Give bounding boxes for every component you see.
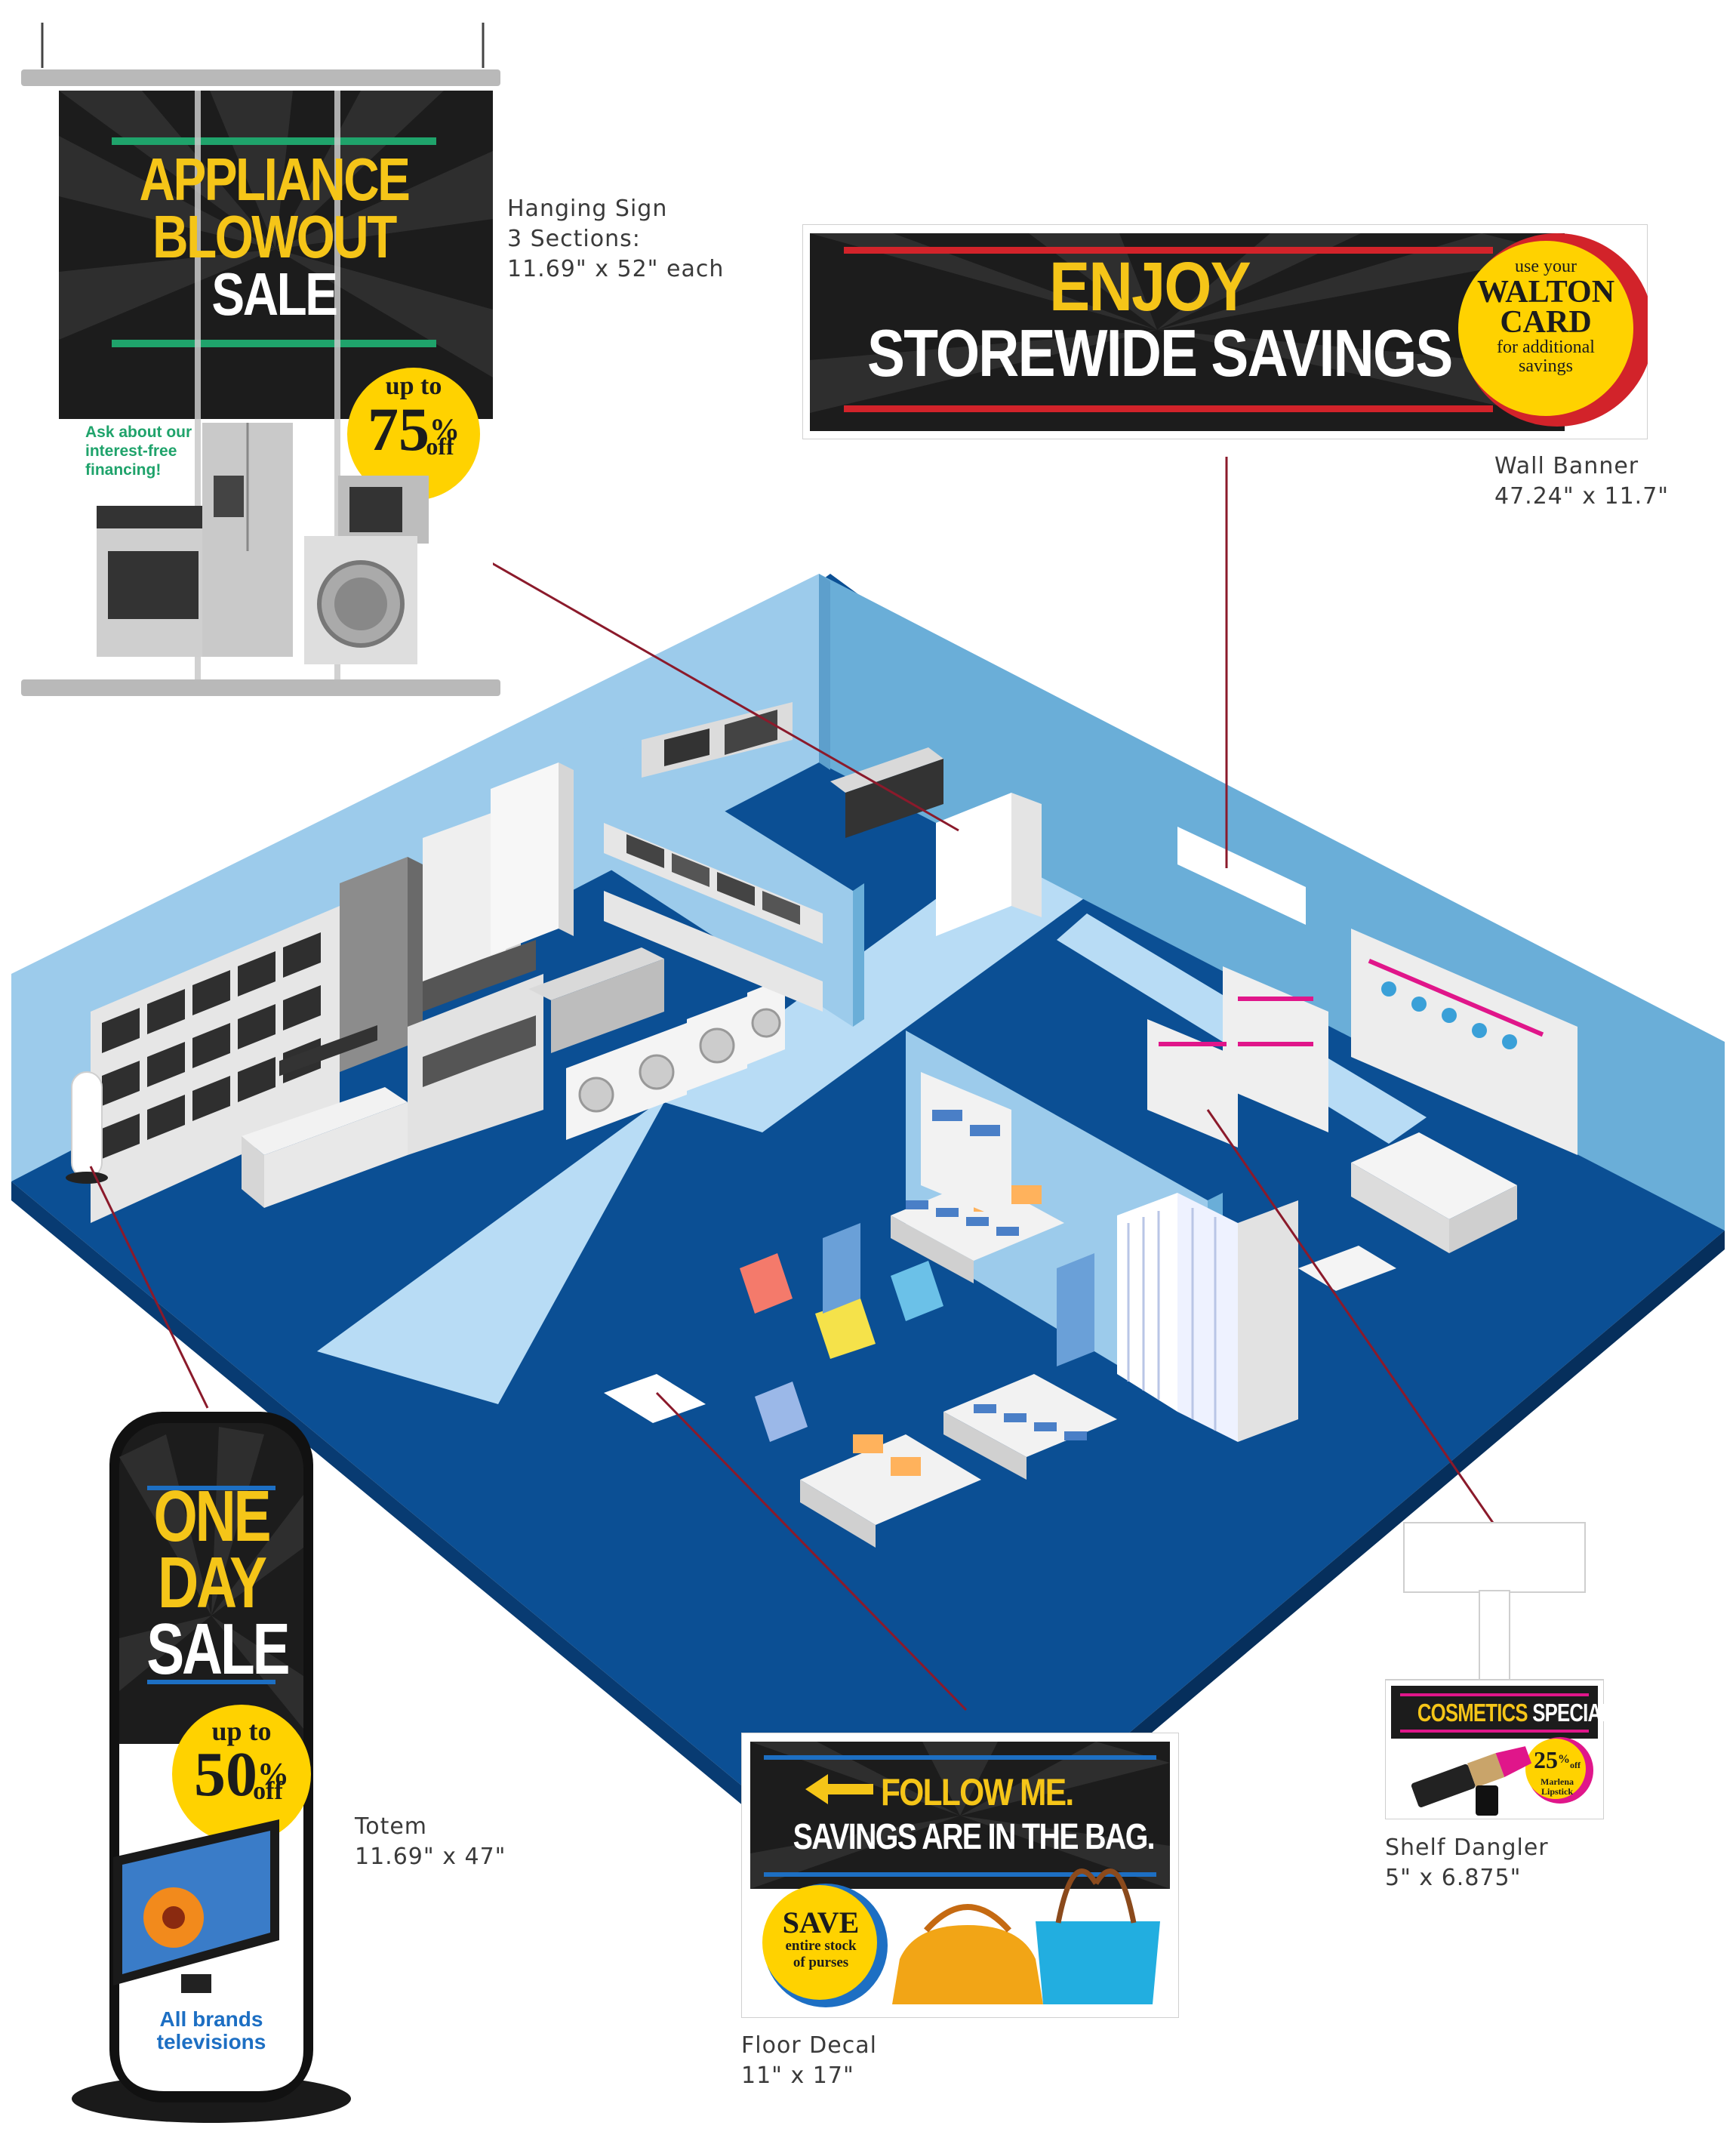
walton-savings: savings [1519,356,1573,376]
floor-decal-line1: FOLLOW ME. [881,1771,1074,1813]
totem-footer-line1: All brands [159,2007,263,2031]
shelf-dangler-title-a: COSMETICS [1417,1699,1528,1727]
hanging-caption-line2: 3 Sections: [507,226,641,252]
wall-caption-line2: 47.24" x 11.7" [1494,483,1670,510]
floor-decal: FOLLOW ME. SAVINGS ARE IN THE BAG. SAVE … [741,1733,1179,2018]
totem-caption-line1: Totem [355,1813,428,1840]
totem-footer-line2: televisions [156,2030,266,2053]
leader-lines [89,457,1496,1711]
totem-badge-value: 50 [194,1739,257,1810]
wall-banner-line2: STOREWIDE SAVINGS [867,316,1453,390]
walton-name: WALTON [1476,275,1615,310]
floor-caption-line2: 11" x 17" [741,2062,854,2089]
totem-line3: SALE [146,1609,290,1690]
wall-banner-caption: Wall Banner 47.24" x 11.7" [1494,451,1669,512]
hanging-badge-top: up to [385,372,442,400]
hanging-caption-line1: Hanging Sign [507,196,668,222]
lipstick-illustration [1411,1746,1532,1807]
hanging-sign-line2: BLOWOUT [152,203,397,270]
floor-caption-line1: Floor Decal [741,2032,877,2059]
wall-banner-graphic [802,224,1648,439]
shelf-dangler: COSMETICS SPECIAL 25%off Marlena Lipstic… [1385,1521,1613,1819]
floor-decal-graphic [741,1733,1179,2018]
shelf-dangler-title-b: SPECIAL [1527,1699,1613,1727]
hanging-sign: APPLIANCE BLOWOUT SALE up to 75% off Ask… [21,23,500,702]
financing-line1: Ask about our [85,424,192,441]
washing-machines [566,978,785,1140]
financing-line3: financing! [85,461,162,479]
totem-badge-off: off [253,1777,283,1805]
hanging-caption-line3: 11.69" x 52" each [507,256,725,282]
dangler-badge-off: off [1570,1760,1581,1770]
hanging-sign-line3: SALE [211,260,338,328]
cosmetics-displays [1147,929,1577,1291]
floor-badge-line3: of purses [793,1955,849,1970]
floor-decal-placeholder [604,1374,706,1423]
totem-caption-line2: 11.69" x 47" [355,1844,506,1870]
shelf-dangler-caption: Shelf Dangler 5" x 6.875" [1385,1833,1549,1893]
totem-caption: Totem 11.69" x 47" [355,1812,506,1872]
floor-aisle [317,778,1177,1404]
dangler-caption-line2: 5" x 6.875" [1385,1865,1522,1891]
floor-decal-line2: SAVINGS ARE IN THE BAG. [793,1817,1156,1857]
floor-decal-caption: Floor Decal 11" x 17" [741,2031,877,2091]
totem-line1: ONE [153,1476,272,1557]
walton-additional: for additional [1497,337,1595,357]
fitting-room [1117,1193,1298,1442]
appliances-illustration [97,423,429,664]
hanging-sign-graphic [21,23,500,696]
hanging-badge-pct: % [429,412,460,446]
hanging-badge-off: off [426,433,454,460]
dangler-badge-value: 25 [1534,1746,1558,1773]
hanging-sign-line1: APPLIANCE [139,146,411,213]
totem-badge-top: up to [211,1716,272,1746]
purses-illustration [892,1868,1160,2004]
totem-line2: DAY [158,1542,267,1623]
hanging-sign-caption: Hanging Sign 3 Sections: 11.69" x 52" ea… [507,194,724,285]
tv-monitor-illustration [113,1819,279,1993]
floor-badge-save: SAVE [782,1905,860,1939]
tv-display-wall [91,906,340,1223]
totem: ONE DAY SALE up to 50% off All brands te… [68,1412,359,2129]
financing-line2: interest-free [85,442,177,460]
dangler-badge-line2: Marlena [1541,1776,1574,1787]
wall-banner: ENJOY STOREWIDE SAVINGS use your WALTON … [802,224,1648,439]
computer-display [408,940,543,1155]
dangler-badge-pct: % [1558,1753,1570,1766]
audio-counter [242,1025,408,1208]
dangler-badge-line3: Lipstick [1541,1786,1573,1797]
microwave-shelves [604,702,823,1012]
apparel-shelves [921,1072,1011,1223]
dangler-caption-line1: Shelf Dangler [1385,1834,1549,1861]
shelf-dangler-graphic [1385,1522,1604,1819]
walton-card: CARD [1500,305,1592,340]
totem-mini [66,1071,108,1184]
stoves [528,747,943,1053]
walton-use-your: use your [1515,257,1577,276]
apparel-tables [740,1178,1117,1548]
wall-banner-line1: ENJOY [1049,248,1251,325]
totem-graphic [72,1412,351,2123]
floor-badge-line2: entire stock [785,1938,857,1954]
totem-badge-pct: % [257,1757,289,1792]
wall-caption-line1: Wall Banner [1494,453,1639,479]
wall-banner-placeholder [1177,827,1306,925]
hanging-badge-value: 75 [368,395,429,464]
refrigerators [340,762,574,1072]
